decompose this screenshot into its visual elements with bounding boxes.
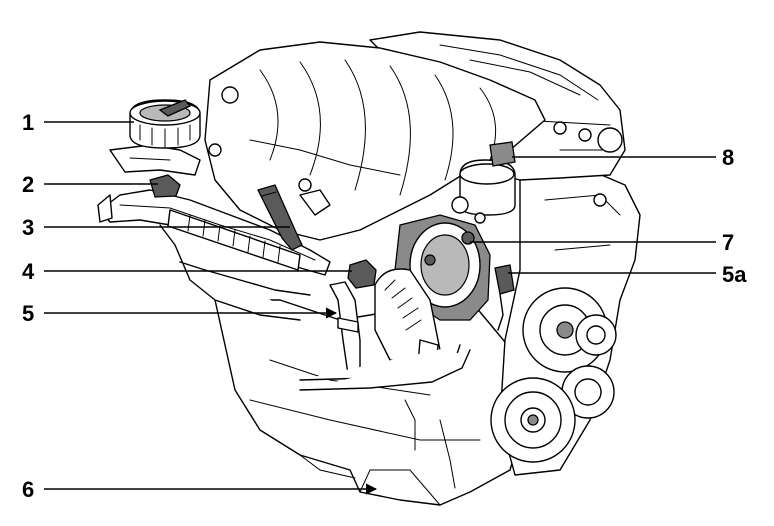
callout-5a: 5a [722, 262, 747, 287]
pressure-regulator [149, 174, 181, 198]
callout-5: 5 [22, 301, 34, 326]
wire-loom [167, 209, 301, 271]
callout-1: 1 [22, 110, 34, 135]
callout-8: 8 [722, 145, 734, 170]
position-sensor-connector [494, 264, 515, 295]
pulley-group [490, 287, 617, 463]
callout-4: 4 [22, 259, 35, 284]
temp-sensor [347, 259, 377, 289]
callout-6: 6 [22, 477, 34, 502]
callout-3: 3 [22, 215, 34, 240]
callout-2: 2 [22, 172, 34, 197]
throttle-body [374, 214, 491, 369]
engine-illustration [97, 31, 641, 506]
egr-valve [451, 141, 516, 224]
callout-7: 7 [722, 230, 734, 255]
oil-separator [129, 99, 201, 149]
callout-labels: 1 2 3 4 5 6 7 8 5a [22, 110, 747, 502]
leader-lines [44, 121, 716, 495]
ignition-coil [257, 184, 303, 251]
